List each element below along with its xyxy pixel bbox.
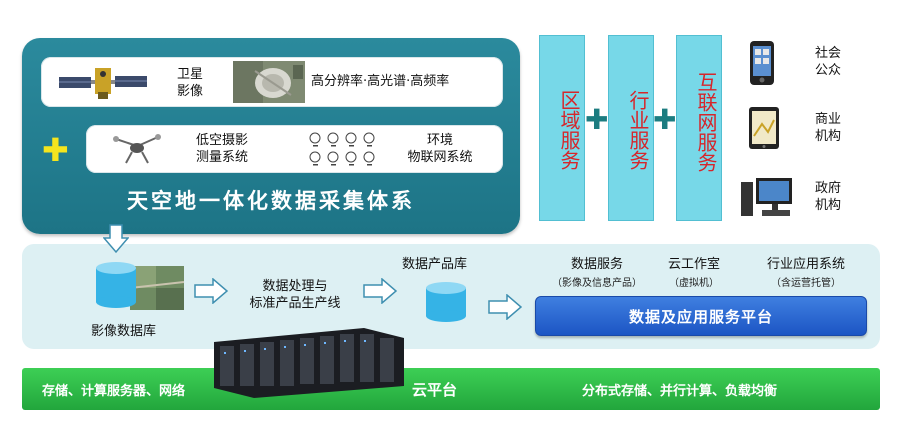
cloud-infrastructure-text: 存储、计算服务器、网络 bbox=[42, 384, 186, 399]
audience-business-line1: 商业 bbox=[815, 112, 842, 127]
service-box-regional: 区域服务 bbox=[539, 35, 585, 221]
audience-public-line1: 社会 bbox=[815, 46, 842, 61]
data-service-subtitle: （影像及信息产品） bbox=[552, 278, 642, 289]
audience-government-line1: 政府 bbox=[815, 181, 842, 196]
processing-line-label-line2: 标准产品生产线 bbox=[249, 296, 341, 311]
audience-business: 商业 机构 bbox=[815, 111, 841, 145]
audience-public: 社会 公众 bbox=[815, 45, 841, 79]
plus-icon: ✚ bbox=[585, 103, 609, 136]
iot-label: 环境 物联网系统 bbox=[394, 132, 486, 166]
processing-line-label-line1: 数据处理与 bbox=[262, 279, 328, 294]
service-label-industry: 行业服务 bbox=[626, 90, 650, 170]
uav-label-line1: 低空摄影 bbox=[196, 133, 249, 148]
satellite-label-line2: 影像 bbox=[177, 84, 204, 99]
cloud-studio-subtitle: （虚拟机） bbox=[669, 278, 719, 289]
service-box-industry: 行业服务 bbox=[608, 35, 654, 221]
plus-icon: ✚ bbox=[653, 103, 677, 136]
service-label-regional: 区域服务 bbox=[557, 90, 581, 170]
satellite-card: 卫星 影像 高分辨率·高光谱·高频率 bbox=[41, 57, 503, 107]
platform-label: 数据及应用服务平台 bbox=[628, 308, 773, 326]
audience-public-line2: 公众 bbox=[815, 63, 842, 78]
image-database-icon bbox=[96, 262, 185, 310]
audience-government: 政府 机构 bbox=[815, 180, 841, 214]
service-box-internet: 互联网服务 bbox=[676, 35, 722, 221]
acquisition-title: 天空地一体化数据采集体系 bbox=[127, 189, 415, 213]
iot-label-line1: 环境 bbox=[426, 133, 453, 148]
down-arrow-icon bbox=[103, 224, 129, 254]
data-acquisition-panel: 卫星 影像 高分辨率·高光谱·高频率 ✚ 低空摄影 测量系统 bbox=[22, 38, 520, 234]
product-database-icon bbox=[426, 282, 466, 322]
platform-bar: 数据及应用服务平台 bbox=[535, 296, 867, 336]
right-arrow-icon bbox=[363, 278, 397, 304]
uav-label: 低空摄影 测量系统 bbox=[196, 132, 248, 166]
satellite-icon bbox=[59, 68, 147, 99]
server-rack-image bbox=[214, 328, 404, 398]
uav-drone-icon bbox=[113, 134, 161, 164]
product-database-label: 数据产品库 bbox=[402, 257, 468, 272]
iot-label-line2: 物联网系统 bbox=[407, 150, 473, 165]
audience-business-line2: 机构 bbox=[815, 129, 842, 144]
iot-sensor-icons bbox=[309, 132, 375, 166]
right-arrow-icon bbox=[194, 278, 228, 304]
data-service-header: 数据服务 bbox=[548, 256, 646, 273]
satellite-label-line1: 卫星 bbox=[177, 67, 204, 82]
cloud-studio-title: 云工作室 bbox=[667, 257, 720, 272]
smartphone-icon bbox=[750, 41, 774, 85]
industry-app-subtitle: （含运营托管） bbox=[771, 278, 841, 289]
service-label-internet: 互联网服务 bbox=[694, 72, 718, 172]
processing-line-label: 数据处理与 标准产品生产线 bbox=[240, 278, 350, 312]
right-arrow-icon bbox=[488, 294, 522, 320]
tablet-icon bbox=[749, 107, 779, 149]
plus-icon: ✚ bbox=[42, 131, 69, 169]
image-database-label: 影像数据库 bbox=[91, 324, 157, 339]
desktop-computer-icon bbox=[741, 178, 792, 216]
industry-app-title: 行业应用系统 bbox=[766, 257, 845, 272]
uav-iot-card: 低空摄影 测量系统 环境 物联网系统 bbox=[86, 125, 503, 173]
satellite-image-thumbnail bbox=[233, 61, 305, 103]
data-service-title: 数据服务 bbox=[570, 257, 623, 272]
cloud-platform-title: 云平台 bbox=[412, 381, 458, 399]
cloud-platform-bar: 存储、计算服务器、网络 云平台 分布式存储、并行计算、负载均衡 bbox=[22, 368, 880, 410]
satellite-features: 高分辨率·高光谱·高频率 bbox=[311, 74, 450, 89]
satellite-label: 卫星 影像 bbox=[177, 66, 203, 100]
cloud-capabilities-text: 分布式存储、并行计算、负载均衡 bbox=[582, 384, 778, 399]
uav-label-line2: 测量系统 bbox=[196, 150, 249, 165]
audience-government-line2: 机构 bbox=[815, 198, 842, 213]
